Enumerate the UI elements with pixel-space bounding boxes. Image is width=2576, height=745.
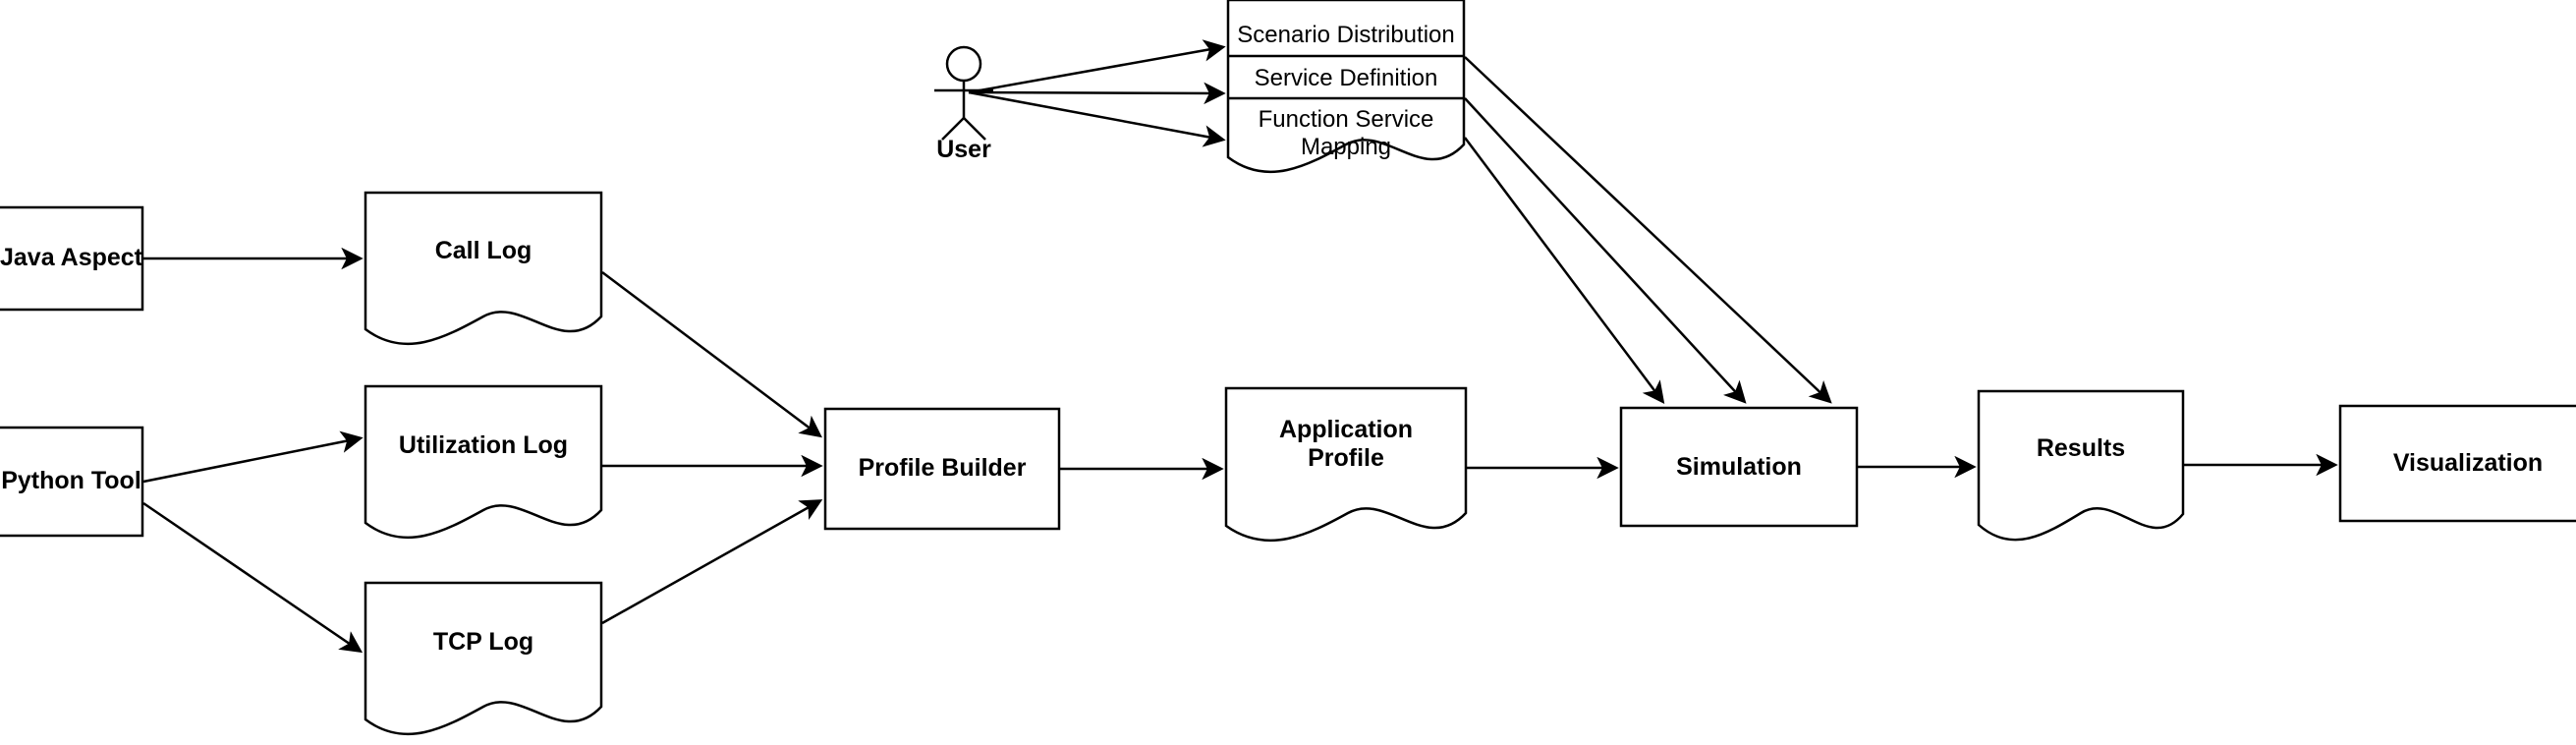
node-python-tool[interactable] bbox=[0, 426, 144, 538]
edge-user-to-function-service-mapping bbox=[968, 90, 1226, 147]
node-java-aspect[interactable] bbox=[0, 205, 144, 312]
edge-scenario-distribution-to-simulation bbox=[1464, 56, 1832, 404]
node-call-log[interactable] bbox=[364, 191, 603, 346]
edge-service-definition-to-simulation bbox=[1464, 97, 1747, 404]
actor-user[interactable] bbox=[934, 45, 993, 141]
node-utilization-log[interactable] bbox=[364, 384, 603, 540]
node-simulation[interactable] bbox=[1619, 406, 1859, 528]
edge-function-service-mapping-to-simulation bbox=[1464, 137, 1665, 404]
edge-call-log-to-profile-builder bbox=[601, 271, 822, 438]
user-leg-right-icon bbox=[963, 117, 986, 141]
node-results[interactable] bbox=[1977, 389, 2185, 542]
node-tcp-log[interactable] bbox=[364, 581, 603, 736]
edge-python-tool-to-tcp-log bbox=[142, 501, 364, 654]
user-leg-left-icon bbox=[941, 117, 965, 141]
user-head-icon bbox=[945, 45, 982, 83]
edge-tcp-log-to-profile-builder bbox=[601, 499, 823, 625]
edge-user-to-service-definition bbox=[968, 82, 1226, 105]
node-application-profile[interactable] bbox=[1224, 386, 1468, 543]
node-profile-builder[interactable] bbox=[823, 407, 1061, 531]
edge-python-tool-to-utilization-log bbox=[142, 430, 364, 484]
node-visualization[interactable] bbox=[2338, 404, 2576, 523]
node-requirements-document[interactable] bbox=[1226, 0, 1466, 174]
edge-user-to-scenario-distribution bbox=[968, 39, 1226, 94]
